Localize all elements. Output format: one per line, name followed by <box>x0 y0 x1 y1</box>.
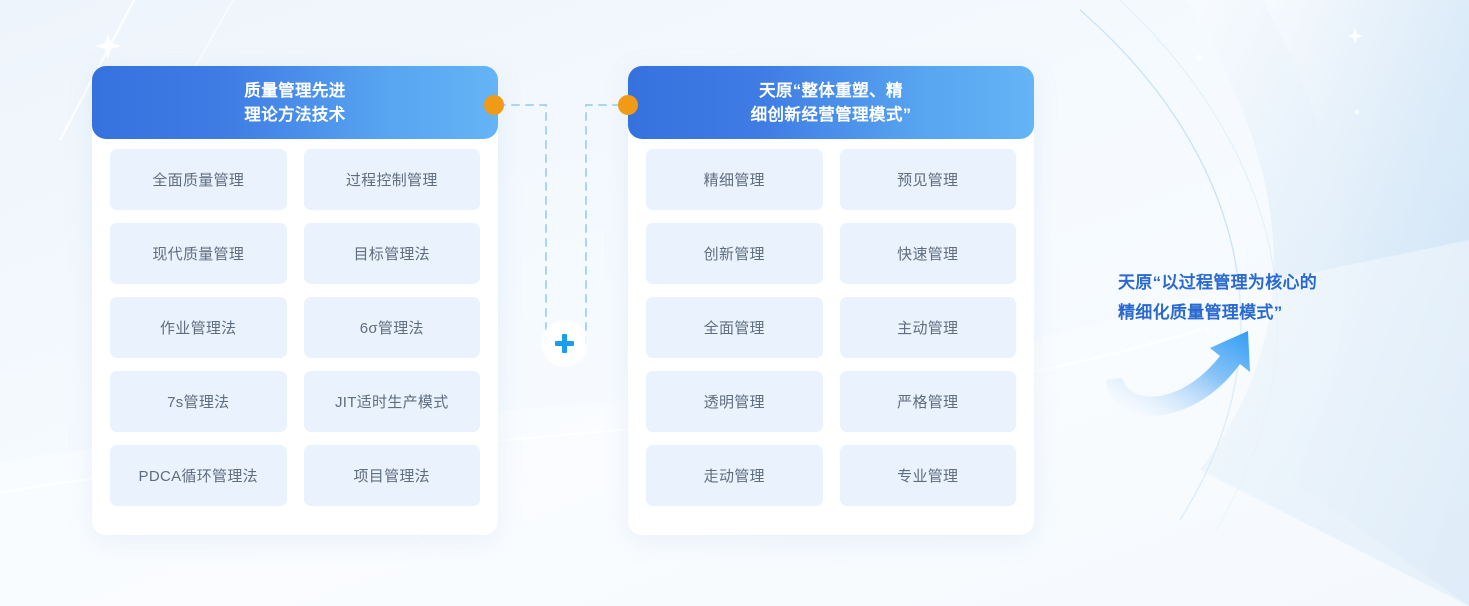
right-panel-title-line2: 细创新经营管理模式” <box>750 105 912 124</box>
tile[interactable]: 项目管理法 <box>303 445 480 506</box>
tile[interactable]: 精细管理 <box>646 149 823 210</box>
tile[interactable]: 过程控制管理 <box>303 149 480 210</box>
upward-arrow-icon <box>1106 331 1250 416</box>
left-panel-title-line2: 理论方法技术 <box>244 105 346 124</box>
left-panel-tile-grid: 全面质量管理 过程控制管理 现代质量管理 目标管理法 作业管理法 6σ管理法 7… <box>92 139 498 506</box>
tile[interactable]: 严格管理 <box>839 371 1016 432</box>
tile[interactable]: 快速管理 <box>839 223 1016 284</box>
tile[interactable]: PDCA循环管理法 <box>110 445 287 506</box>
tile[interactable]: 创新管理 <box>646 223 823 284</box>
tile[interactable]: 作业管理法 <box>110 297 287 358</box>
tile[interactable]: 全面管理 <box>646 297 823 358</box>
left-connector-dot-icon <box>484 95 504 115</box>
tile[interactable]: 走动管理 <box>646 445 823 506</box>
right-panel: 天原“整体重塑、精 细创新经营管理模式” 精细管理 预见管理 创新管理 快速管理… <box>628 66 1034 535</box>
right-panel-title-line1: 天原“整体重塑、精 <box>759 81 903 100</box>
tile[interactable]: 专业管理 <box>839 445 1016 506</box>
right-panel-tile-grid: 精细管理 预见管理 创新管理 快速管理 全面管理 主动管理 透明管理 严格管理 … <box>628 139 1034 506</box>
plus-icon-horizontal <box>555 341 574 346</box>
left-panel-title-line1: 质量管理先进 <box>244 81 346 100</box>
conclusion-line1: 天原“以过程管理为核心的 <box>1118 273 1318 292</box>
tile[interactable]: 6σ管理法 <box>303 297 480 358</box>
plus-operator-badge <box>541 320 588 367</box>
left-panel-header: 质量管理先进 理论方法技术 <box>92 66 498 139</box>
left-panel: 质量管理先进 理论方法技术 全面质量管理 过程控制管理 现代质量管理 目标管理法… <box>92 66 498 535</box>
conclusion-text: 天原“以过程管理为核心的 精细化质量管理模式” <box>1118 268 1378 328</box>
right-panel-header: 天原“整体重塑、精 细创新经营管理模式” <box>628 66 1034 139</box>
tile[interactable]: 全面质量管理 <box>110 149 287 210</box>
tile[interactable]: 现代质量管理 <box>110 223 287 284</box>
tile[interactable]: 主动管理 <box>839 297 1016 358</box>
right-connector-dot-icon <box>618 95 638 115</box>
tile[interactable]: 预见管理 <box>839 149 1016 210</box>
tile[interactable]: JIT适时生产模式 <box>303 371 480 432</box>
conclusion-line2: 精细化质量管理模式” <box>1118 303 1283 322</box>
tile[interactable]: 透明管理 <box>646 371 823 432</box>
tile[interactable]: 7s管理法 <box>110 371 287 432</box>
tile[interactable]: 目标管理法 <box>303 223 480 284</box>
